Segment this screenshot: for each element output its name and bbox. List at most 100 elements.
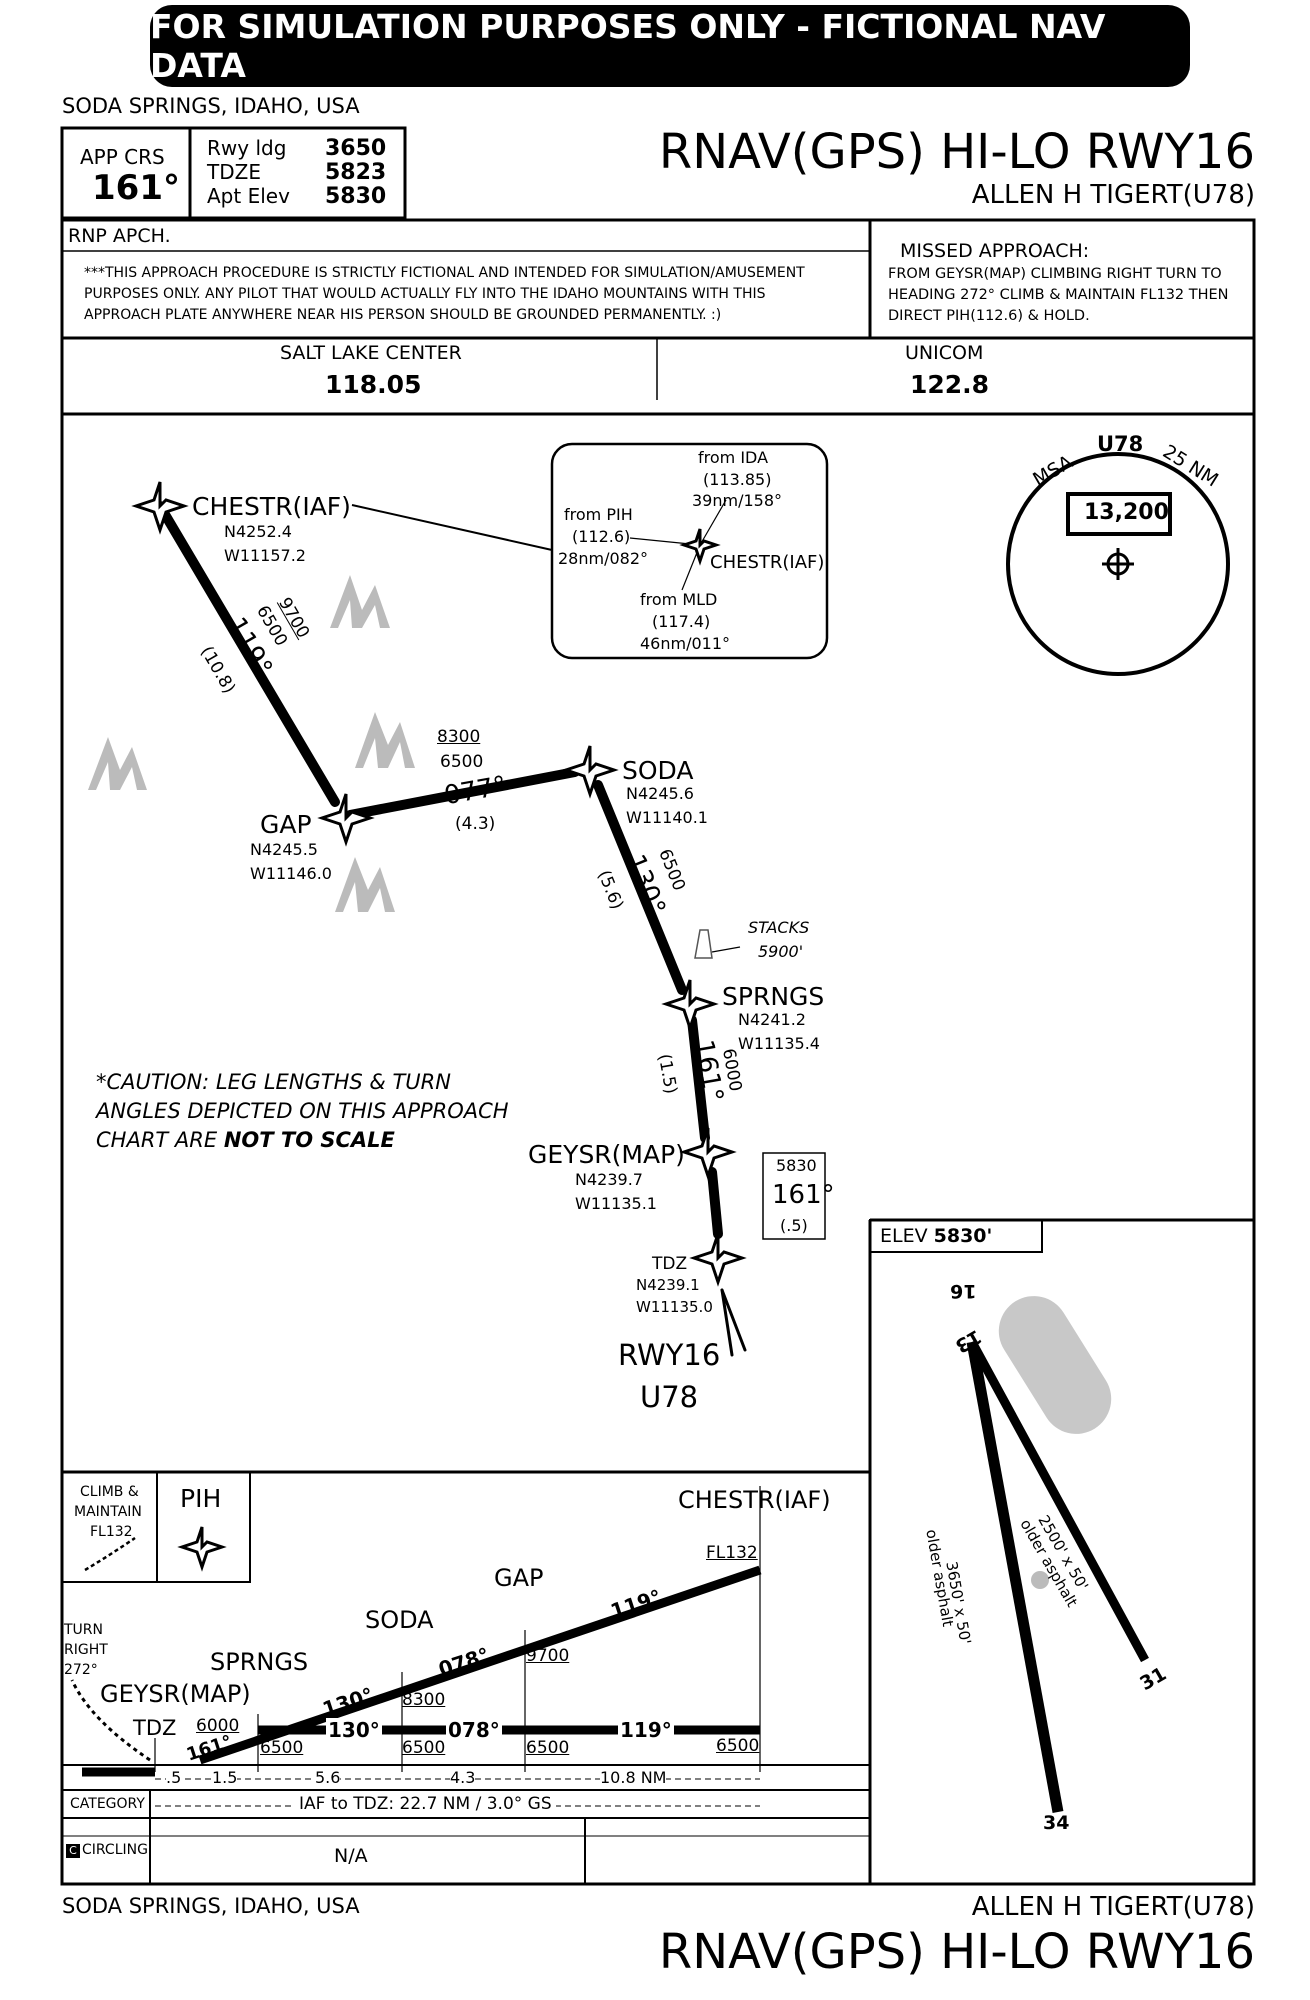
dist-56: 5.6: [315, 1768, 341, 1787]
sprngs-lon: W11135.4: [738, 1034, 820, 1053]
tdze-label: TDZE: [207, 160, 261, 184]
route-legs: [155, 501, 747, 1357]
airport-diagram: [966, 1296, 1149, 1813]
profile-pih-label: PIH: [180, 1484, 222, 1513]
dist-108: 10.8 NM: [600, 1768, 667, 1787]
caution-emphasis: NOT TO SCALE: [223, 1128, 395, 1152]
sprngs-fix-label: SPRNGS: [722, 982, 825, 1011]
geysr-lon: W11135.1: [575, 1194, 657, 1213]
missed-approach-title: MISSED APPROACH:: [900, 240, 1090, 262]
footer-airport-name: ALLEN H TIGERT(U78): [971, 1892, 1255, 1922]
turn-line-1: TURN: [64, 1622, 103, 1638]
inset-ida-radial: 39nm/158°: [692, 491, 783, 510]
rwy-ldg-value: 3650: [325, 136, 387, 161]
caution-text: CHART ARE: [96, 1128, 224, 1152]
profile-crs-130-level: 130°: [326, 1718, 382, 1742]
rwy-ldg-label: Rwy ldg: [207, 136, 287, 160]
missed-line-2: HEADING 272° CLIMB & MAINTAIN FL132 THEN: [888, 287, 1229, 303]
leg5-course: 161°: [772, 1180, 835, 1210]
final-segment-box: [762, 1152, 826, 1240]
msa-ident: U78: [1097, 432, 1144, 456]
rnp-note: RNP APCH.: [68, 225, 171, 247]
stacks-icon: [694, 929, 713, 959]
inset-from-pih: from PIH: [564, 505, 633, 524]
profile-chestr-label: CHESTR(IAF): [678, 1486, 831, 1514]
app-crs-label: APP CRS: [80, 145, 165, 169]
leg2-min-alt: 6500: [440, 752, 484, 772]
location-label: SODA SPRINGS, IDAHO, USA: [62, 94, 360, 118]
footer-location: SODA SPRINGS, IDAHO, USA: [62, 1894, 360, 1918]
elev-label-text: ELEV: [880, 1225, 928, 1247]
climb-line-3: FL132: [90, 1524, 133, 1540]
gap-lat: N4245.5: [250, 840, 318, 859]
tdz-lat: N4239.1: [636, 1276, 700, 1294]
chestr-fix-label: CHESTR(IAF): [192, 492, 351, 521]
category-value: IAF to TDZ: 22.7 NM / 3.0° GS: [295, 1794, 556, 1814]
gap-lon: W11146.0: [250, 864, 332, 883]
disclaimer-line-1: ***THIS APPROACH PROCEDURE IS STRICTLY F…: [84, 265, 805, 281]
rwy34-number: 34: [1043, 1812, 1070, 1834]
profile-crs-078-level: 078°: [446, 1718, 502, 1742]
dist-15: 1.5: [212, 1768, 238, 1787]
rwy16-number: 16: [950, 1280, 977, 1302]
turn-line-3: 272°: [64, 1662, 98, 1678]
geysr-fix-label: GEYSR(MAP): [528, 1140, 685, 1169]
missed-line-1: FROM GEYSR(MAP) CLIMBING RIGHT TURN TO: [888, 266, 1222, 282]
inset-pih-freq: (112.6): [572, 527, 631, 546]
dist-43: 4.3: [450, 1768, 476, 1787]
circling-c-icon: C: [66, 1844, 80, 1858]
disclaimer-line-3: APPROACH PLATE ANYWHERE NEAR HIS PERSON …: [84, 307, 722, 323]
airport-ident-label: U78: [640, 1380, 699, 1414]
app-crs-value: 161°: [92, 168, 180, 208]
leg5-altitude: 5830: [776, 1156, 817, 1175]
simulation-banner: FOR SIMULATION PURPOSES ONLY - FICTIONAL…: [150, 5, 1190, 87]
airport-name: ALLEN H TIGERT(U78): [971, 180, 1255, 210]
profile-alt-8300: 8300: [402, 1690, 446, 1710]
climb-line-2: MAINTAIN: [74, 1504, 142, 1520]
leg2-distance: (4.3): [455, 814, 496, 834]
profile-alt-6500-chestr: 6500: [716, 1736, 760, 1756]
profile-fl132: FL132: [706, 1543, 758, 1563]
soda-fix-label: SODA: [622, 756, 694, 785]
profile-geysr-label: GEYSR(MAP): [100, 1680, 251, 1708]
procedure-title: RNAV(GPS) HI-LO RWY16: [658, 124, 1255, 180]
tdze-value: 5823: [325, 160, 387, 185]
inset-from-mld: from MLD: [640, 590, 718, 609]
msa-altitude: 13,200: [1084, 500, 1169, 525]
soda-lat: N4245.6: [626, 784, 694, 803]
caution-line-2: ANGLES DEPICTED ON THIS APPROACH: [96, 1099, 509, 1123]
msa-circle: [1006, 452, 1230, 676]
inset-fix-name: CHESTR(IAF): [710, 552, 825, 573]
inset-from-ida: from IDA: [698, 448, 769, 467]
circling-value: N/A: [334, 1845, 368, 1867]
chestr-lat: N4252.4: [224, 522, 292, 541]
gap-fix-label: GAP: [260, 810, 312, 839]
elev-value: 5830': [933, 1225, 993, 1247]
leg5-distance: (.5): [780, 1216, 808, 1235]
turn-line-2: RIGHT: [64, 1642, 108, 1658]
center-label: SALT LAKE CENTER: [280, 342, 462, 364]
leg2-max-alt: 8300: [437, 727, 481, 747]
profile-alt-6500-gap: 6500: [526, 1738, 570, 1758]
geysr-lat: N4239.7: [575, 1170, 643, 1189]
terrain-icons: [88, 575, 415, 912]
footer-procedure-title: RNAV(GPS) HI-LO RWY16: [658, 1924, 1255, 1980]
inset-pih-radial: 28nm/082°: [558, 549, 649, 568]
unicom-label: UNICOM: [905, 342, 984, 364]
disclaimer-line-2: PURPOSES ONLY. ANY PILOT THAT WOULD ACTU…: [84, 286, 766, 302]
profile-alt-6500-sprngs: 6500: [260, 1738, 304, 1758]
profile-alt-9700: 9700: [526, 1646, 570, 1666]
inset-mld-radial: 46nm/011°: [640, 634, 731, 653]
runway-label: RWY16: [618, 1338, 721, 1372]
dist-05: .5: [166, 1768, 182, 1787]
stacks-label: STACKS: [748, 918, 810, 937]
circling-label-text: CIRCLING: [82, 1842, 148, 1858]
inset-box: [550, 442, 829, 660]
elev-label: ELEV 5830': [880, 1225, 992, 1247]
chestr-lon: W11157.2: [224, 546, 306, 565]
profile-alt-6500-soda: 6500: [402, 1738, 446, 1758]
profile-tdz-label: TDZ: [133, 1716, 177, 1740]
inset-ida-freq: (113.85): [703, 470, 772, 489]
